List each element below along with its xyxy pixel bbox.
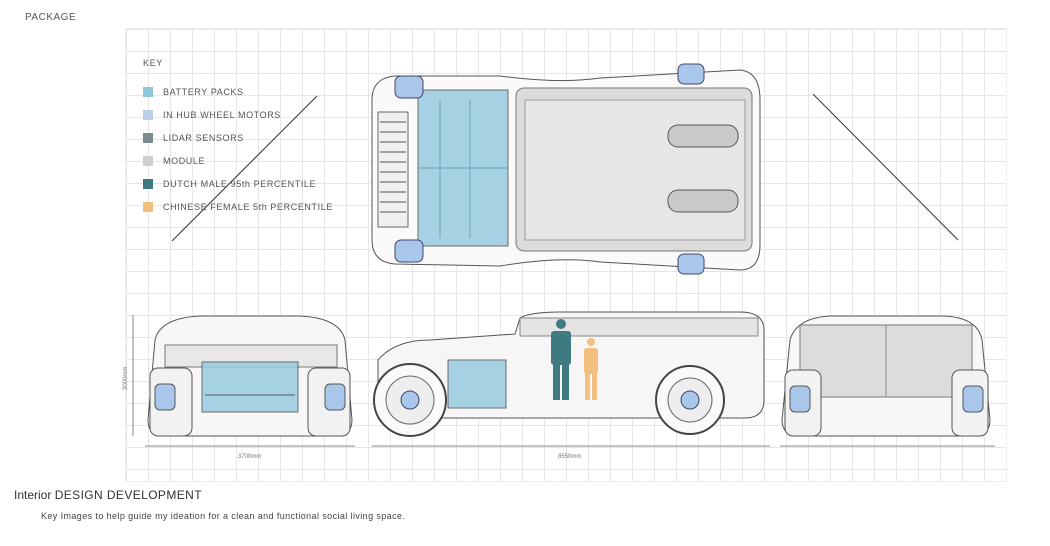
legend-item-battery-packs: BATTERY PACKS bbox=[143, 80, 333, 103]
chinese-female-figure bbox=[584, 338, 598, 400]
footer-title: Interior DESIGN DEVELOPMENT bbox=[14, 488, 202, 502]
legend-item-dutch-male: DUTCH MALE 95th PERCENTILE bbox=[143, 172, 333, 195]
side-view: 8550mm bbox=[372, 311, 770, 460]
battery-side bbox=[447, 359, 507, 409]
legend-label: BATTERY PACKS bbox=[163, 86, 244, 97]
legend-swatch bbox=[143, 155, 153, 166]
legend-label: MODULE bbox=[163, 155, 206, 166]
legend-title: KEY bbox=[143, 58, 163, 68]
legend-item-chinese-female: CHINESE FEMALE 5th PERCENTILE bbox=[143, 195, 333, 218]
legend-item-hub-wheel-motors: IN HUB WHEEL MOTORS bbox=[143, 103, 333, 126]
side-length-label: 8550mm bbox=[558, 454, 581, 460]
footer-title-prefix: Interior bbox=[14, 488, 52, 502]
legend: KEY BATTERY PACKS IN HUB WHEEL MOTORS LI… bbox=[143, 58, 333, 218]
legend-swatch bbox=[143, 86, 153, 97]
legend-swatch bbox=[143, 109, 153, 120]
front-height-label: 3000mm bbox=[123, 367, 129, 390]
legend-label: LIDAR SENSORS bbox=[163, 132, 244, 143]
diagonal-line-left bbox=[171, 95, 318, 242]
page-label: PACKAGE bbox=[25, 12, 77, 23]
front-width-label: 3700mm bbox=[238, 454, 261, 460]
legend-item-lidar-sensors: LIDAR SENSORS bbox=[143, 126, 333, 149]
rear-view bbox=[780, 315, 995, 447]
legend-swatch bbox=[143, 178, 153, 189]
legend-swatch bbox=[143, 132, 153, 143]
battery-front bbox=[201, 361, 299, 413]
legend-label: CHINESE FEMALE 5th PERCENTILE bbox=[163, 201, 333, 212]
footer-description: Key Images to help guide my ideation for… bbox=[41, 511, 406, 521]
legend-swatch bbox=[143, 201, 153, 212]
front-view: 3700mm 3000mm bbox=[123, 315, 355, 460]
legend-label: DUTCH MALE 95th PERCENTILE bbox=[163, 178, 317, 189]
diagonal-line-right bbox=[812, 93, 959, 241]
legend-label: IN HUB WHEEL MOTORS bbox=[163, 109, 281, 120]
legend-item-module: MODULE bbox=[143, 149, 333, 172]
top-view bbox=[371, 63, 761, 275]
footer-title-main: DESIGN DEVELOPMENT bbox=[54, 488, 202, 502]
dutch-male-figure bbox=[551, 319, 571, 400]
